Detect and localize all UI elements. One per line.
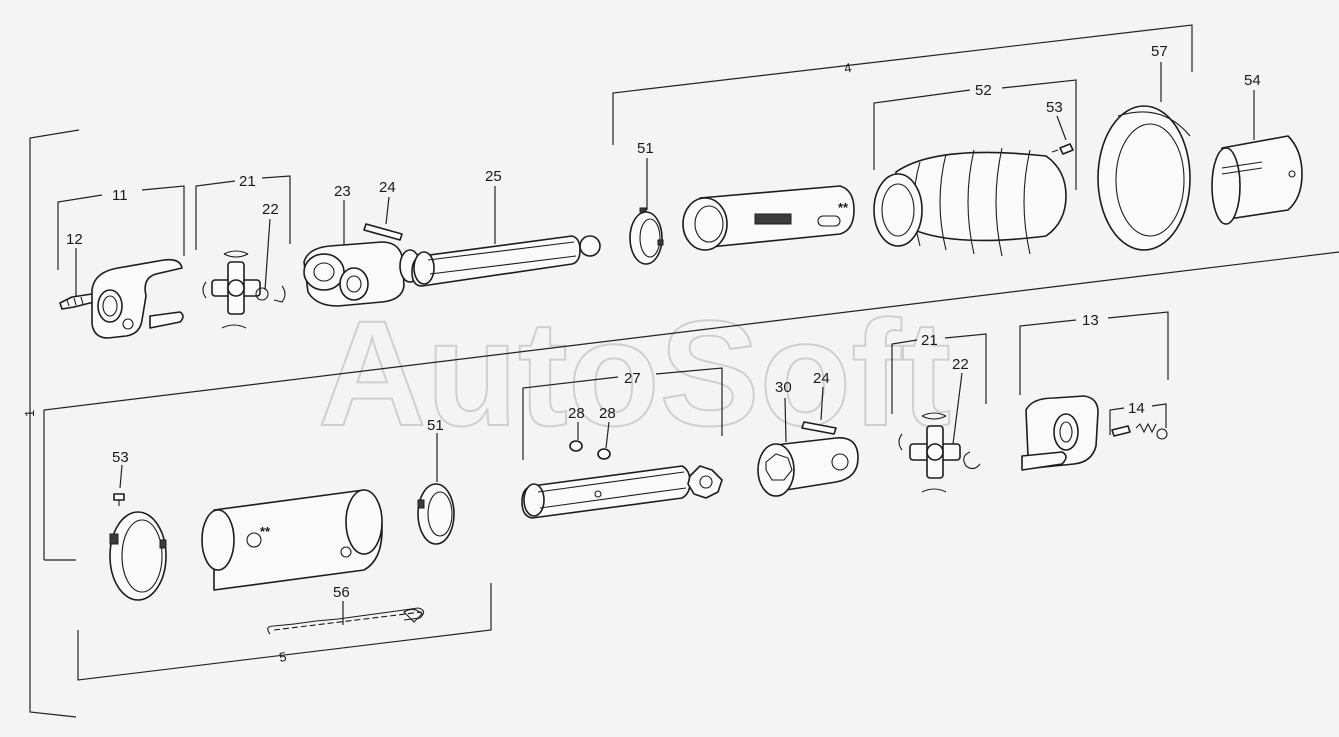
group-label-1: 1 [22, 410, 37, 417]
part-53-screw-lower [113, 493, 125, 506]
part-56-safety-chain [267, 607, 425, 635]
callout-14: 14 [1128, 400, 1145, 417]
marking-star-upper: ** [838, 200, 849, 215]
group-bracket-1: 1 [22, 129, 1339, 718]
marking-star-lower: ** [260, 524, 271, 539]
callout-57: 57 [1151, 43, 1168, 60]
callout-24-upper: 24 [379, 179, 396, 196]
callout-labels: 11 12 21 22 23 24 25 51 52 53 57 54 27 2… [66, 43, 1261, 601]
callout-56: 56 [333, 584, 350, 601]
callout-24-lower: 24 [813, 370, 830, 387]
group-label-5: 5 [278, 649, 288, 665]
part-11-yoke [91, 258, 184, 339]
callout-12: 12 [66, 231, 83, 248]
part-outer-tube-lower: ** [201, 489, 383, 591]
group-bracket-4: 4 [612, 24, 1193, 145]
part-24-spring-pin-lower [801, 421, 837, 435]
callout-28-b: 28 [599, 405, 616, 422]
part-51-bearing-ring-lower [417, 483, 455, 545]
callout-51-upper: 51 [637, 140, 654, 157]
callout-23: 23 [334, 183, 351, 200]
part-22-snap-ring [255, 287, 269, 301]
part-51-bearing-ring-upper [629, 207, 664, 265]
part-14-pushpin-set [1111, 422, 1168, 440]
leader-lines [57, 62, 1255, 625]
part-25-inner-profile-tube [411, 235, 601, 287]
callout-11: 11 [112, 187, 128, 204]
callout-13: 13 [1082, 312, 1099, 329]
part-bearing-ring-lower-left [109, 511, 167, 601]
part-52-outer-guard-tube: ** [682, 185, 855, 251]
part-13-yoke-lower [1021, 395, 1099, 471]
callout-53-lower: 53 [112, 449, 129, 466]
part-24-spring-pin-upper [363, 223, 403, 241]
part-21-cross-journal-lower [898, 412, 961, 493]
part-54-bearing-sleeve [1211, 135, 1303, 225]
callout-52: 52 [975, 82, 992, 99]
callout-28-a: 28 [568, 405, 585, 422]
group-bracket-5: 5 [77, 583, 492, 681]
part-12-grease-fitting [59, 293, 95, 310]
callout-22-upper: 22 [262, 201, 279, 218]
part-28-plug-b [597, 448, 611, 460]
part-27-inner-profile-tube-lower [521, 465, 723, 519]
callout-27: 27 [624, 370, 641, 387]
part-21-cross-journal [202, 250, 286, 329]
callout-54: 54 [1244, 72, 1261, 89]
callout-21-upper: 21 [239, 173, 256, 190]
watermark-text: AutoSoft [318, 289, 951, 457]
part-23-inner-yoke [303, 241, 421, 307]
part-57-shield-cone [1097, 105, 1191, 251]
callout-51-lower: 51 [427, 417, 444, 434]
callout-53-upper: 53 [1046, 99, 1063, 116]
callout-22-lower: 22 [952, 356, 969, 373]
group-label-4: 4 [843, 60, 853, 76]
callout-21-lower: 21 [921, 332, 938, 349]
callout-30: 30 [775, 379, 792, 396]
part-22-snap-ring-lower [963, 451, 981, 470]
part-52-bellows-cone [873, 147, 1067, 257]
callout-25: 25 [485, 168, 502, 185]
part-53-screw-upper [1051, 143, 1074, 155]
part-28-plug-a [569, 440, 583, 452]
part-30-outer-yoke-tube [757, 437, 859, 497]
